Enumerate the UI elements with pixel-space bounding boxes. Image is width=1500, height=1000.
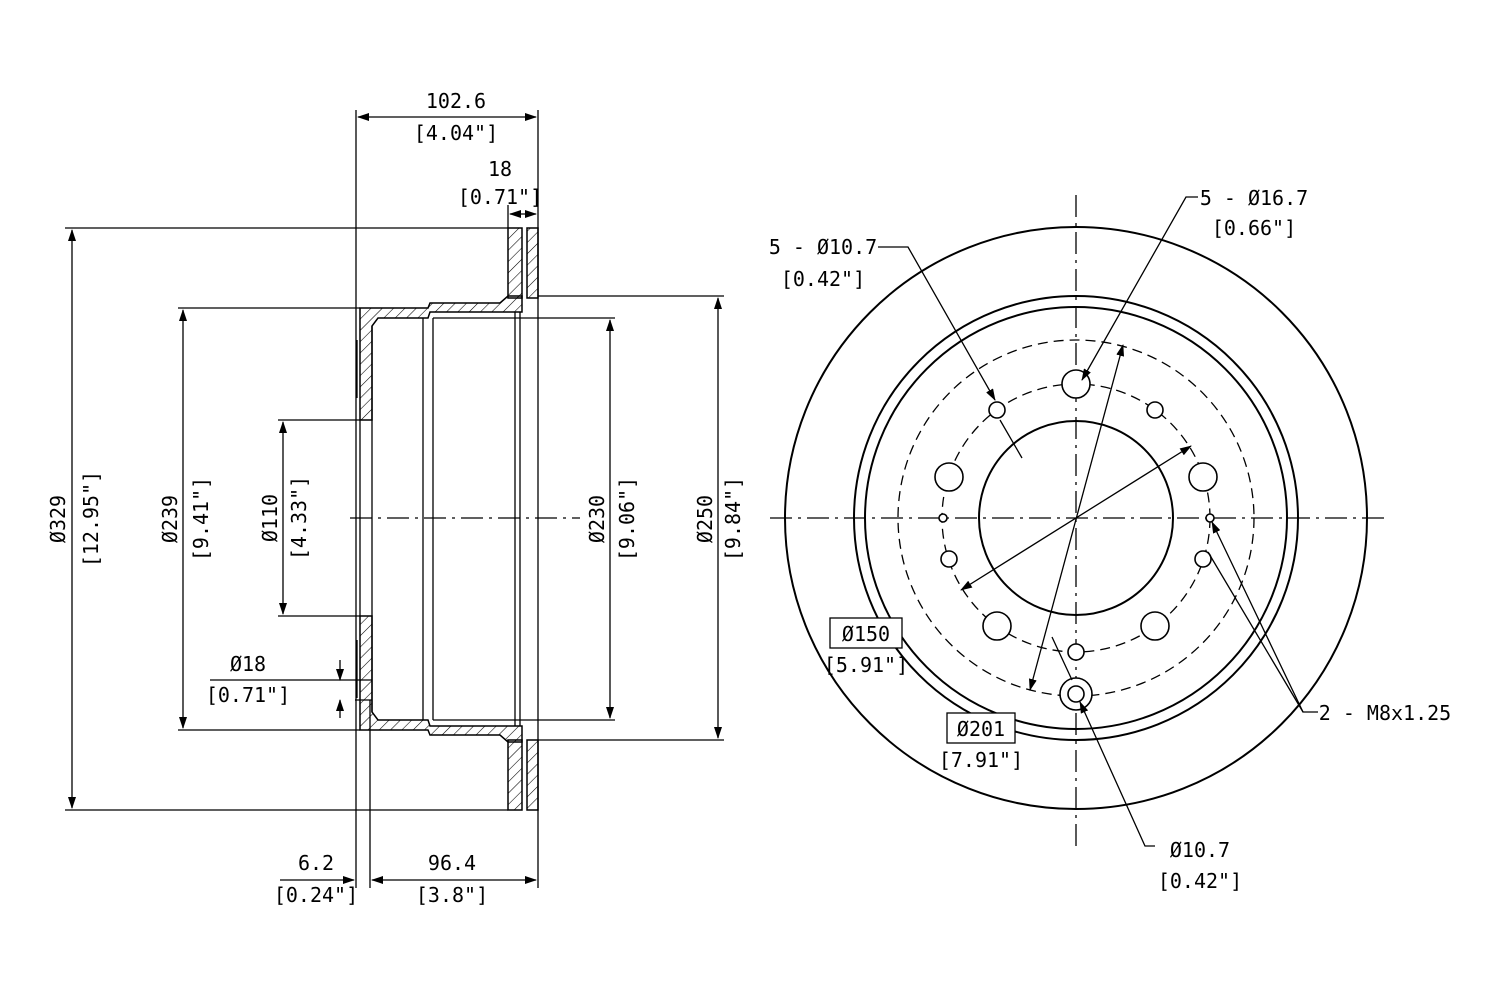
leader-threaded-2 [1207, 551, 1304, 713]
small-hole [940, 550, 958, 568]
bolt-circle-label-box [829, 617, 903, 649]
hat-section-top [359, 295, 523, 421]
threaded-holes-label: 2 - M8x1.25 [1319, 701, 1451, 725]
overall-width-mm: 102.6 [426, 89, 486, 113]
hat-outer-diameter-in: [9.41"] [189, 477, 213, 561]
hat-inner-diameter-in: [9.06"] [615, 477, 639, 561]
leader-large-holes [1081, 196, 1198, 381]
outer-circle-mm: Ø201 [957, 717, 1005, 741]
threaded-hole [938, 513, 948, 523]
rotor-ring-bottom-outer [526, 739, 539, 811]
hat-inner-diameter-mm: Ø230 [585, 495, 609, 543]
threaded-hole [1205, 513, 1215, 523]
rotor-thickness-in: [0.71"] [458, 185, 542, 209]
side-section-view: 102.6 [4.04"] 18 [0.71"] Ø329 [12.95"] Ø… [46, 89, 745, 907]
outer-circle-label-box [946, 712, 1016, 744]
bolt-circle-mm: Ø150 [842, 622, 890, 646]
friction-inner-edge [853, 295, 1299, 741]
large-hole [982, 611, 1012, 641]
overall-width-in: [4.04"] [414, 121, 498, 145]
large-hole [1188, 462, 1218, 492]
rotor-ring-top [507, 227, 523, 299]
leader-threaded-1 [1211, 521, 1318, 713]
large-holes-in: [0.66"] [1212, 216, 1296, 240]
face-thickness-mm: 6.2 [298, 851, 334, 875]
bottom-hole-inner [1067, 685, 1085, 703]
large-holes-mm: 5 - Ø16.7 [1200, 186, 1308, 210]
bolt-detail-mm: Ø18 [230, 652, 266, 676]
leader-single-hole [1079, 701, 1155, 847]
rotor-thickness-mm: 18 [488, 157, 512, 181]
face-thickness-in: [0.24"] [274, 883, 358, 907]
outer-diameter-in: [12.95"] [79, 471, 103, 567]
dim-outer-circle-line [1029, 344, 1124, 691]
center-bore-mm: Ø110 [258, 494, 282, 542]
small-holes-mm: 5 - Ø10.7 [769, 235, 877, 259]
rotor-outer-edge [784, 226, 1368, 810]
small-hole [1067, 643, 1085, 661]
small-hole [988, 401, 1006, 419]
hat-height-in: [3.8"] [416, 883, 488, 907]
rotor-ring-bottom [507, 739, 523, 811]
hat-section-bottom [359, 615, 523, 743]
large-hole [934, 462, 964, 492]
hat-shoulder-diameter-mm: Ø250 [693, 495, 717, 543]
small-holes-in: [0.42"] [781, 267, 865, 291]
rotor-ring-top-outer [526, 227, 539, 299]
outer-diameter-mm: Ø329 [46, 495, 70, 543]
hat-shoulder-diameter-in: [9.84"] [721, 477, 745, 561]
hat-height-mm: 96.4 [428, 851, 476, 875]
small-hole [1146, 401, 1164, 419]
small-hole [1194, 550, 1212, 568]
front-view: 5 - Ø10.7 [0.42"] 5 - Ø16.7 [0.66"] Ø150… [769, 186, 1451, 893]
leader-small-holes [878, 246, 996, 401]
single-hole-in: [0.42"] [1158, 869, 1242, 893]
center-bore-in: [4.33"] [287, 476, 311, 560]
large-hole [1140, 611, 1170, 641]
hat-outer-diameter-mm: Ø239 [158, 495, 182, 543]
bolt-detail-in: [0.71"] [206, 683, 290, 707]
single-hole-mm: Ø10.7 [1170, 838, 1230, 862]
hat-outer-edge [864, 306, 1288, 730]
bolt-circle-in: [5.91"] [824, 653, 908, 677]
outer-circle-in: [7.91"] [939, 748, 1023, 772]
